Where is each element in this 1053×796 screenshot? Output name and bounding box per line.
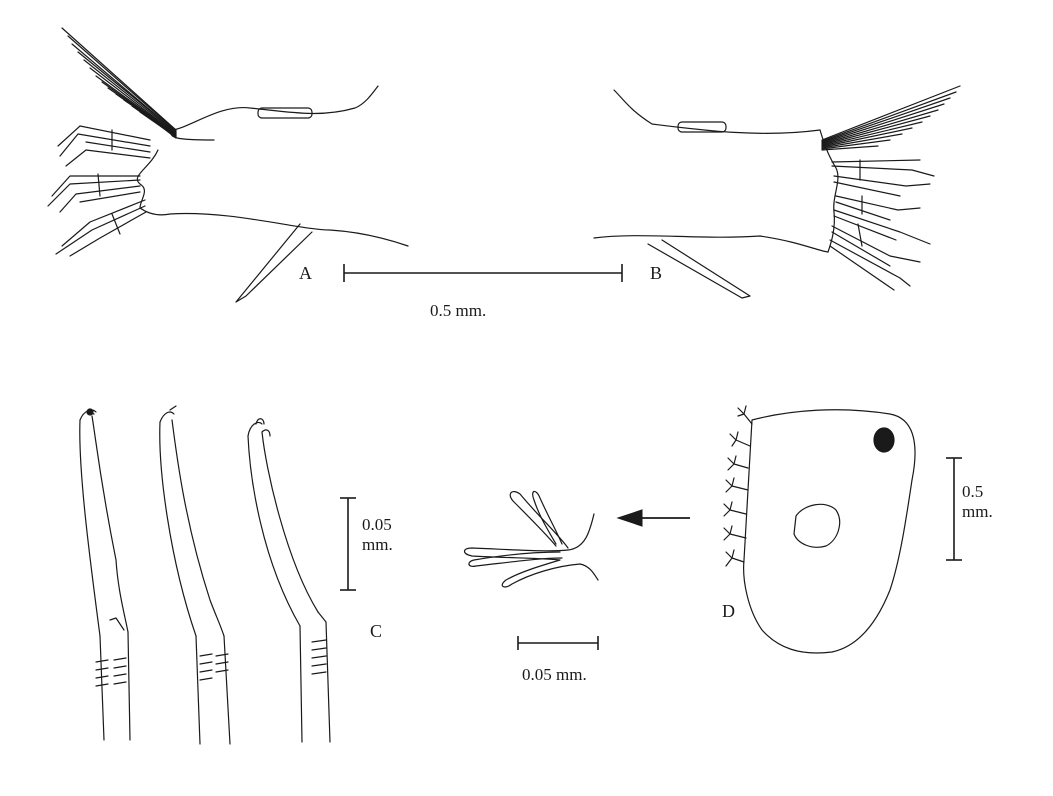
panel-b-ventral-spine xyxy=(647,239,751,299)
panel-b-drawing xyxy=(593,85,961,299)
panel-b-body-top xyxy=(613,89,821,134)
panel-d-outline xyxy=(743,409,916,654)
panel-d-central-hole xyxy=(793,503,841,548)
panel-d-dark-spot xyxy=(873,427,895,453)
panel-a-body-end xyxy=(136,129,215,209)
scale-bar-detail-label: 0.05 mm. xyxy=(522,665,587,684)
scale-bar-ab-label: 0.5 mm. xyxy=(430,301,487,320)
scale-bar-detail xyxy=(517,636,599,650)
panel-c-label: C xyxy=(370,621,383,641)
panel-c-claw-3 xyxy=(247,418,331,743)
scale-bar-ab xyxy=(343,264,623,282)
panel-b-dorsal-setae xyxy=(821,85,961,151)
scale-bar-d xyxy=(946,457,962,561)
scale-bar-d-unit: mm. xyxy=(962,502,993,521)
panel-b-body-end xyxy=(819,129,839,253)
panel-c-drawing xyxy=(79,405,331,745)
panel-a-label: A xyxy=(299,263,312,283)
panel-b-label: B xyxy=(650,263,663,283)
panel-d-marginal-setae xyxy=(723,405,753,567)
scale-bar-c-unit: mm. xyxy=(362,535,393,554)
panel-b-body-bottom xyxy=(593,235,829,253)
panel-a-body-bottom xyxy=(139,207,409,247)
panel-a-ventral-spine xyxy=(235,223,313,303)
panel-d-label: D xyxy=(722,601,735,621)
panel-c-claw-1 xyxy=(79,408,131,741)
scale-bar-d-value: 0.5 xyxy=(962,482,984,501)
scale-bar-c-value: 0.05 xyxy=(362,515,392,534)
panel-a-dorsal-plate xyxy=(257,107,313,119)
panel-c-claw-2 xyxy=(159,405,231,745)
panel-a-drawing xyxy=(47,27,409,303)
pointer-arrow xyxy=(616,509,690,527)
panel-a-segmented-setae xyxy=(47,125,151,257)
scale-bar-c xyxy=(340,497,356,591)
panel-b-dorsal-plate xyxy=(677,121,727,133)
branched-seta-detail xyxy=(463,490,599,588)
panel-b-segmented-setae xyxy=(829,159,935,291)
panel-a-dorsal-setae xyxy=(61,27,177,139)
panel-a-body-top xyxy=(171,85,379,131)
panel-d-drawing xyxy=(723,405,916,654)
